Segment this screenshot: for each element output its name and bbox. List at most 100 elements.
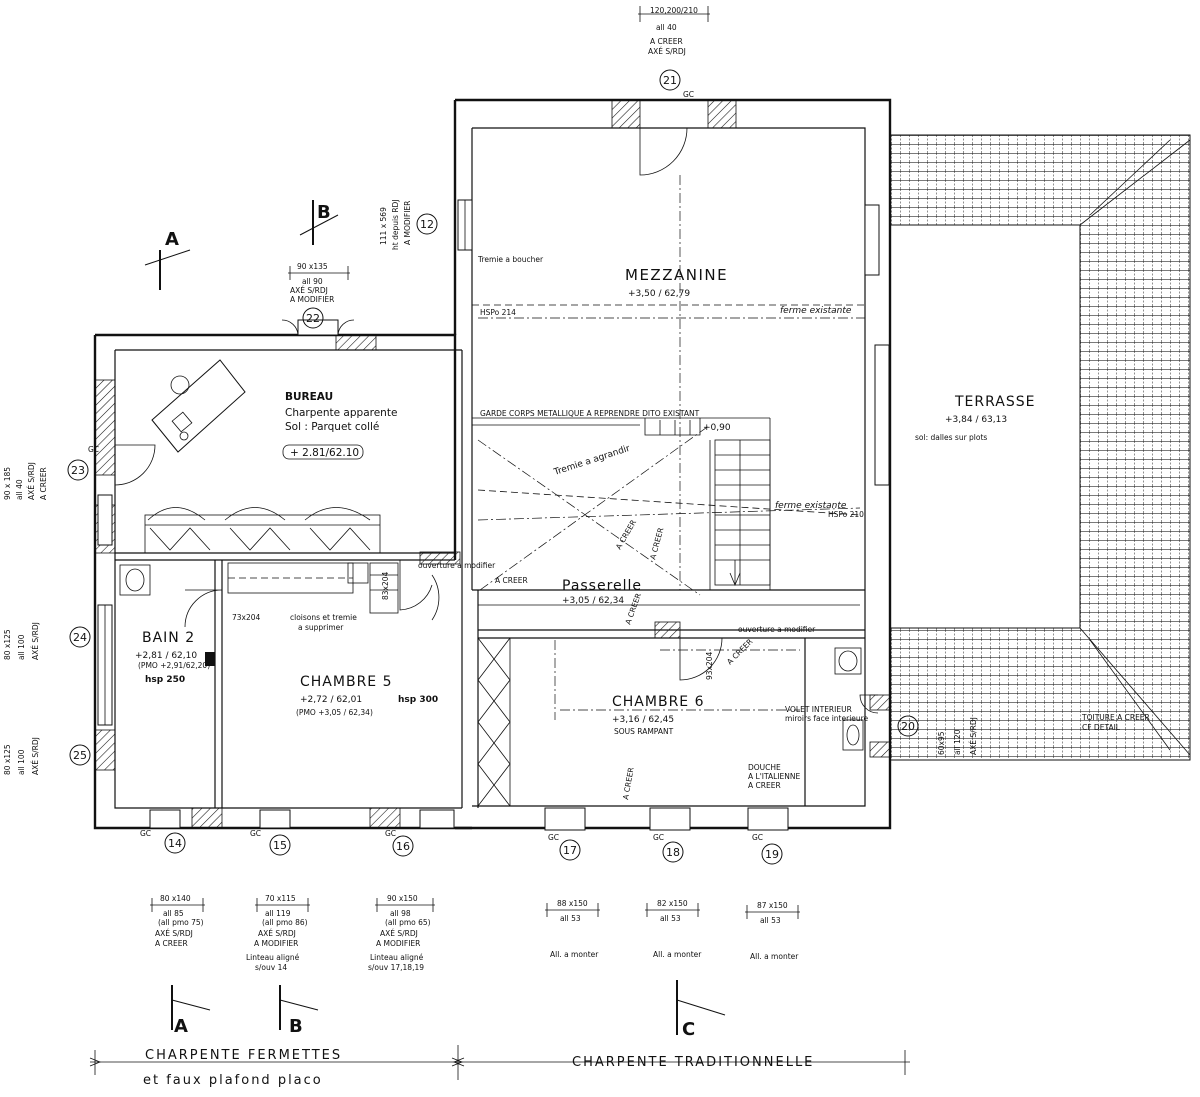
dim-73x204: 73x204: [232, 613, 261, 622]
trusses: [144, 507, 381, 554]
section-marker-b-bottom: B: [279, 985, 319, 1037]
chambre5-hsp: hsp 300: [398, 695, 438, 705]
gc-15: GC: [250, 829, 261, 838]
opening-24-id: 24: [73, 631, 87, 644]
opening-20-l1: AXÉ S/RDJ: [969, 717, 978, 755]
opening-23: 90 x 185 all 40 AXÉ S/RDJ A CREER 23: [3, 459, 89, 500]
mezzanine-level: +3,50 / 62,79: [628, 289, 690, 299]
opening-12: 12: [416, 213, 438, 235]
room-passerelle: Passerelle +3,05 / 62,34: [562, 578, 642, 606]
opening-24: 80 x125 all 100 AXÉ S/RDJ 24: [3, 622, 91, 660]
douche-2: A L'ITALIENNE: [748, 772, 800, 781]
room-bain2: BAIN 2 +2,81 / 62,10 (PMO +2,91/62,20) h…: [135, 630, 210, 685]
opening-21-all: all 40: [656, 23, 677, 32]
footer-left-line1: CHARPENTE FERMETTES: [145, 1048, 342, 1063]
hspo210: HSPo 210: [828, 510, 864, 519]
section-marker-a-bottom: A: [171, 985, 211, 1037]
volet-2: miroirs face interieure: [785, 714, 869, 723]
passerelle-name: Passerelle: [562, 578, 642, 594]
svg-text:70 x115: 70 x115: [265, 894, 296, 903]
section-b-bottom-label: B: [289, 1016, 303, 1037]
opening-21-size: 120,200/210: [650, 6, 698, 15]
mezzanine-name: MEZZANINE: [625, 266, 728, 284]
svg-text:Linteau aligné: Linteau aligné: [370, 953, 424, 962]
dim-83x204: 83x204: [381, 571, 390, 600]
chambre5-level: +2,72 / 62,01: [300, 695, 362, 705]
sanitary: [119, 564, 864, 751]
section-marker-a-top: A: [144, 229, 191, 290]
chambre6-level: +3,16 / 62,45: [612, 715, 674, 725]
section-c-label: C: [682, 1019, 695, 1040]
desk: [151, 359, 246, 453]
bureau-line1: Charpente apparente: [285, 407, 397, 419]
douche-3: A CREER: [748, 781, 781, 790]
dim-93x204: 93x204: [705, 651, 714, 680]
tremie-boucher: Tremie a boucher: [477, 255, 544, 264]
bottom-opening-circles: 14 15 16 17 18 19: [164, 832, 783, 865]
opening-25: 80 x125 all 100 AXÉ S/RDJ 25: [3, 737, 91, 775]
gc-18: GC: [653, 833, 664, 842]
opening-23-l1: AXÉ S/RDJ: [27, 462, 36, 500]
bain2-level: +2,81 / 62,10: [135, 651, 197, 661]
toiture-1: TOITURE A CREER: [1081, 713, 1150, 722]
hspo214: HSPo 214: [480, 308, 516, 317]
stairs: [644, 418, 771, 587]
a-creer-2: A CREER: [648, 527, 665, 561]
gc-21: GC: [683, 90, 694, 99]
opening-22-size: 90 x135: [297, 262, 328, 271]
section-marker-c-bottom: C: [676, 980, 726, 1040]
svg-text:All. a monter: All. a monter: [750, 952, 799, 961]
a-creer-3: A CREER: [623, 592, 643, 626]
room-chambre6: CHAMBRE 6 +3,16 / 62,45 SOUS RAMPANT: [612, 694, 705, 736]
opening-22-l2: A MODIFIER: [290, 295, 334, 304]
section-a-bottom-label: A: [174, 1016, 188, 1037]
svg-text:AXÉ S/RDJ: AXÉ S/RDJ: [155, 929, 193, 938]
wall-hatching: [94, 99, 891, 829]
svg-text:(all pmo 86): (all pmo 86): [262, 918, 308, 927]
svg-text:all 53: all 53: [760, 916, 781, 925]
gc-17: GC: [548, 833, 559, 842]
walls: [93, 98, 892, 830]
svg-text:87 x150: 87 x150: [757, 901, 788, 910]
terrasse-level: +3,84 / 63,13: [945, 415, 1007, 425]
ouverture-modifier-1: ouverture a modifier: [418, 561, 496, 570]
ferme-existante-2: ferme existante: [775, 501, 847, 511]
a-modifier-12: A MODIFIER: [403, 201, 412, 245]
opening-20: 20 60x95 all 120 AXÉ S/RDJ: [897, 715, 978, 755]
construction-lines: [472, 175, 865, 720]
opening-24-l1: AXÉ S/RDJ: [31, 622, 40, 660]
svg-text:A MODIFIER: A MODIFIER: [254, 939, 298, 948]
opening-23-all: all 40: [15, 479, 24, 500]
opening-18-id: 18: [666, 846, 680, 859]
svg-text:A CREER: A CREER: [155, 939, 188, 948]
tag-18: 82 x150 all 53 All. a monter: [645, 899, 702, 959]
svg-text:all 98: all 98: [390, 909, 411, 918]
tremie-agrandir: Tremie a agrandir: [552, 444, 632, 478]
a-creer-1: A CREER: [614, 518, 638, 551]
a-creer-5: A CREER: [621, 767, 636, 801]
garde-corps: GARDE CORPS METALLIQUE A REPRENDRE DITO …: [480, 409, 700, 418]
svg-text:82 x150: 82 x150: [657, 899, 688, 908]
ferme-existante-1: ferme existante: [780, 306, 852, 316]
door-swings: [114, 127, 879, 714]
terrasse-name: TERRASSE: [954, 394, 1035, 410]
terrasse-note: sol: dalles sur plots: [915, 433, 987, 442]
douche-1: DOUCHE: [748, 763, 781, 772]
opening-14-id: 14: [168, 837, 182, 850]
svg-text:80 x140: 80 x140: [160, 894, 191, 903]
svg-text:s/ouv 14: s/ouv 14: [255, 963, 287, 972]
room-mezzanine: MEZZANINE +3,50 / 62,79: [625, 266, 728, 299]
opening-20-all: all 120: [953, 729, 962, 755]
chambre6-name: CHAMBRE 6: [612, 694, 705, 710]
tag-16: 90 x150 all 98 (all pmo 65) AXÉ S/RDJ A …: [368, 894, 435, 972]
bain2-hsp: hsp 250: [145, 675, 185, 685]
bureau-name: BUREAU: [285, 391, 333, 403]
tag-14: 80 x140 all 85 (all pmo 75) AXÉ S/RDJ A …: [150, 894, 205, 948]
room-terrasse: TERRASSE +3,84 / 63,13 sol: dalles sur p…: [915, 394, 1035, 442]
bureau-level: + 2.81/62.10: [290, 447, 359, 459]
opening-22-all: all 90: [302, 277, 323, 286]
svg-text:AXÉ S/RDJ: AXÉ S/RDJ: [380, 929, 418, 938]
svg-text:all 53: all 53: [560, 914, 581, 923]
bain2-name: BAIN 2: [142, 630, 195, 646]
